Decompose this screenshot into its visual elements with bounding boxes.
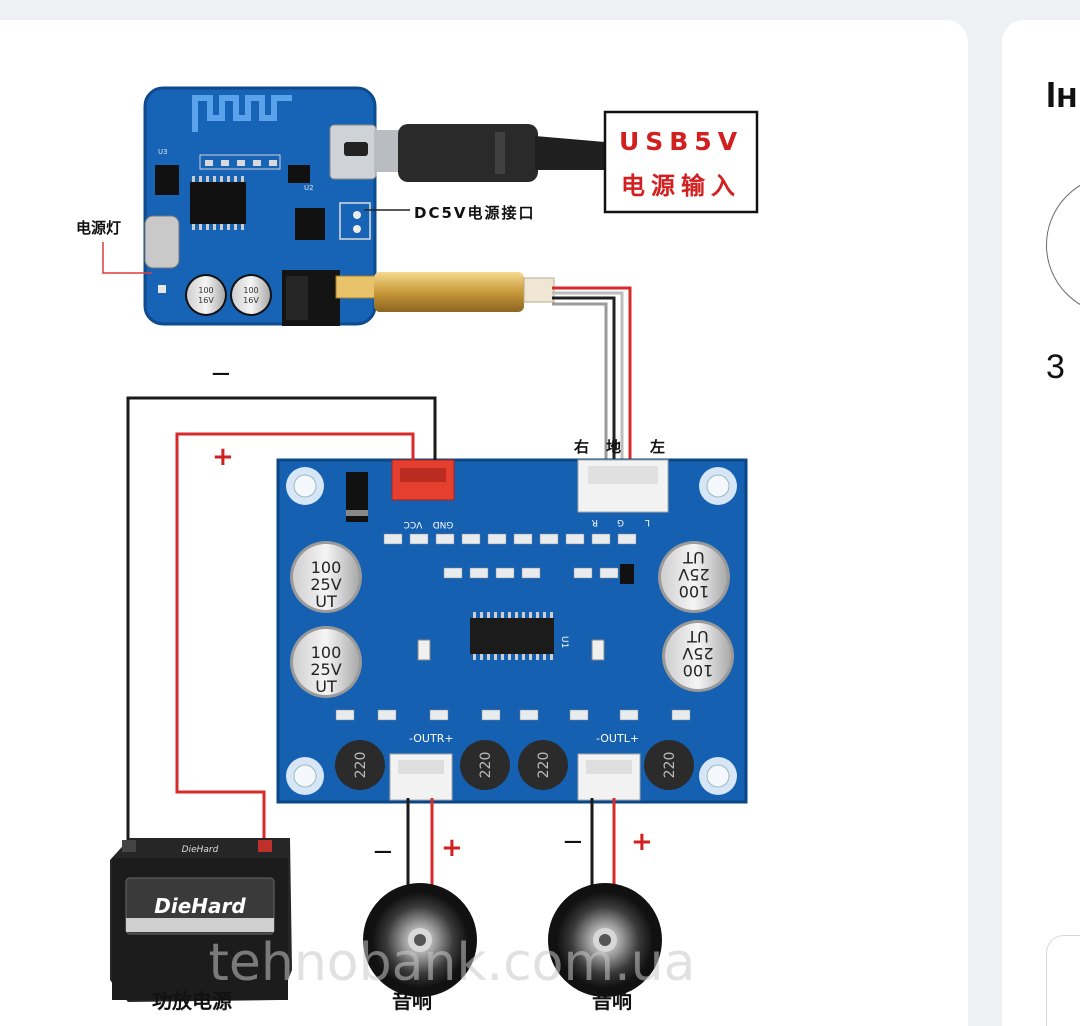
cap4-value: 100	[683, 661, 714, 680]
audio-cable	[552, 286, 632, 478]
cap3-suffix: UT	[683, 548, 705, 567]
speaker-left-caption: 音响	[392, 989, 432, 1013]
product-image-card[interactable]: 100 16V 100 16V U3 U2	[0, 20, 968, 1026]
inductor-2: 220	[478, 752, 494, 779]
usb-cable	[374, 124, 605, 182]
cap3-voltage: 25V	[678, 565, 709, 584]
cap1-suffix: UT	[315, 592, 337, 611]
power-wires	[126, 396, 437, 852]
cap2-value: 100	[311, 643, 342, 662]
side-panel-button[interactable]	[1046, 935, 1080, 1026]
speaker-left	[363, 883, 477, 997]
side-panel-count: 3	[1046, 348, 1065, 386]
electrolytic-capacitors: 100 25V UT 100 25V UT 100 25V UT 100 25V…	[290, 541, 734, 698]
u3-label: U3	[158, 148, 168, 156]
side-panel: Ін 3	[1002, 20, 1080, 1026]
small-cap-voltage-2: 16V	[243, 296, 259, 305]
inductors: 220 220 220 220	[335, 740, 694, 790]
watermark: tehnobank.com.ua	[209, 933, 696, 993]
speaker-wires	[406, 798, 616, 895]
usb-power-input-box: USB5V 电源输入	[603, 110, 759, 214]
bluetooth-module: 100 16V 100 16V U3 U2	[143, 86, 377, 326]
battery-brand: DieHard	[154, 894, 246, 918]
battery: DieHard DieHard	[110, 838, 292, 1002]
g-label: G	[617, 517, 624, 527]
u2-label: U2	[304, 184, 314, 192]
usb-power-input-label: 电源输入	[621, 172, 741, 200]
audio-plug	[335, 272, 555, 312]
battery-lid-brand: DieHard	[182, 845, 219, 855]
vcc-label: VCC	[404, 519, 423, 529]
dc-port-label: DC5V电源接口	[414, 204, 536, 222]
gnd-label: GND	[433, 519, 454, 529]
speaker-right	[548, 883, 662, 997]
cap4-voltage: 25V	[682, 644, 713, 663]
speaker-right-caption: 音响	[592, 989, 632, 1013]
power-led-label: 电源灯	[76, 219, 121, 237]
usb-power-label: USB5V	[619, 127, 743, 156]
speaker1-minus-label: −	[372, 837, 394, 867]
outl-label: -OUTL+	[596, 732, 639, 745]
speaker2-minus-label: −	[562, 827, 584, 857]
battery-minus-label: −	[210, 359, 232, 389]
inductor-1: 220	[353, 752, 369, 779]
speaker2-plus-label: +	[631, 827, 653, 857]
cap2-voltage: 25V	[310, 660, 341, 679]
battery-plus-label: +	[212, 442, 234, 472]
side-panel-title: Ін	[1046, 74, 1078, 115]
left-channel-label: 左	[649, 438, 665, 456]
u1-label: U1	[559, 636, 569, 648]
small-cap-value-2: 100	[243, 286, 258, 295]
top-bar	[0, 0, 1080, 20]
speaker1-plus-label: +	[441, 833, 463, 863]
right-channel-label: 右	[574, 438, 589, 456]
r-label: R	[592, 517, 598, 527]
amp-power-caption: 功放电源	[152, 989, 232, 1013]
outr-label: -OUTR+	[409, 732, 454, 745]
l-label: L	[645, 517, 650, 527]
ground-label: 地	[606, 438, 621, 456]
wiring-diagram-photo: 100 16V 100 16V U3 U2	[76, 86, 759, 1013]
cap4-suffix: UT	[687, 627, 709, 646]
avatar[interactable]	[1046, 175, 1080, 315]
breadcrumb	[128, 2, 298, 16]
small-cap-value: 100	[198, 286, 213, 295]
cap2-suffix: UT	[315, 677, 337, 696]
inductor-4: 220	[662, 752, 678, 779]
cap1-value: 100	[311, 558, 342, 577]
inductor-3: 220	[536, 752, 552, 779]
small-cap-voltage: 16V	[198, 296, 214, 305]
cap3-value: 100	[679, 582, 710, 601]
cap1-voltage: 25V	[310, 575, 341, 594]
